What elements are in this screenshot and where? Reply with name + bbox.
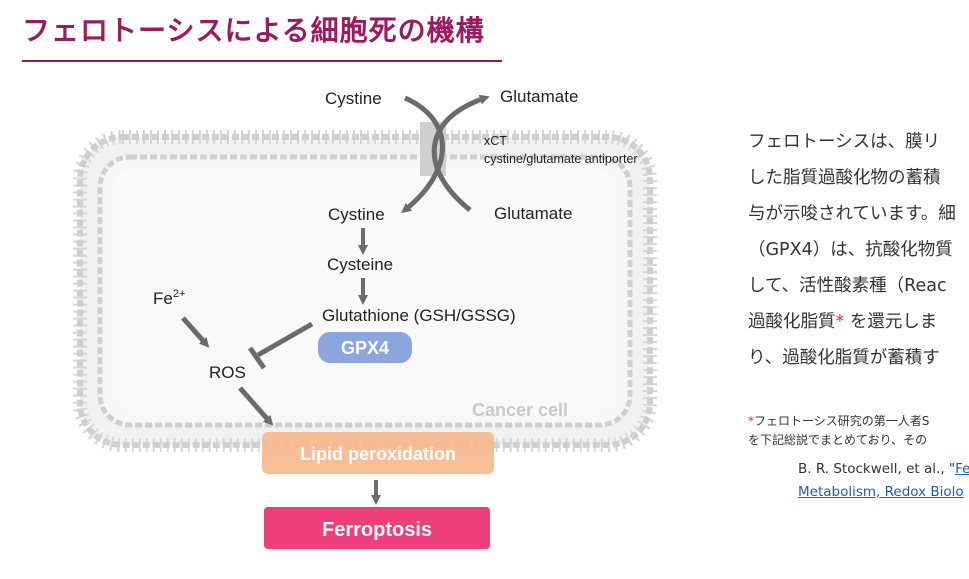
inhibition-bar (247, 346, 267, 370)
citation: B. R. Stockwell, et al., "Fe Metabolism,… (798, 458, 969, 504)
gpx4-label: GPX4 (341, 338, 389, 358)
footnote-mark: * (835, 312, 845, 332)
gsh-inhibits-ros (256, 321, 314, 358)
ferroptosis-box (264, 507, 490, 549)
label-glutathione: Glutathione (GSH/GSSG) (322, 306, 516, 325)
label-fe: Fe2+ (153, 288, 185, 308)
label-cysteine: Cysteine (327, 255, 393, 274)
side-line-3: 与が示唆されています。細 (748, 204, 956, 224)
citation-link[interactable]: Fe (955, 461, 969, 477)
page-title: フェロトーシスによる細胞死の機構 (22, 10, 502, 62)
citation-line-1: B. R. Stockwell, et al., "Fe (798, 461, 969, 477)
label-xct: xCT (484, 134, 507, 148)
side-line-5: して、活性酸素種（Reac (748, 276, 947, 296)
side-line-4: （GPX4）は、抗酸化物質 (748, 240, 953, 260)
side-line-1: フェロトーシスは、膜リ (748, 132, 941, 152)
lipid-peroxidation-label: Lipid peroxidation (300, 444, 456, 464)
side-paragraph: フェロトーシスは、膜リ した脂質過酸化物の蓄積 与が示唆されています。細 （GP… (748, 124, 969, 376)
label-cystine-inside: Cystine (328, 205, 385, 224)
label-glutamate-inside: Glutamate (494, 204, 572, 223)
citation-link-continued[interactable]: Metabolism, Redox Biolo (798, 484, 964, 500)
cystine-import-arrow (401, 95, 445, 214)
label-cancer-cell: Cancer cell (472, 400, 568, 420)
label-fe-charge: 2+ (173, 288, 186, 300)
lipid-peroxidation-box (262, 432, 494, 474)
side-line-2: した脂質過酸化物の蓄積 (748, 168, 941, 188)
footnote-line-1: *フェロトーシス研究の第一人者S (748, 414, 930, 428)
label-cystine-outside: Cystine (325, 89, 382, 108)
page-title-text: フェロトーシスによる細胞死の機構 (22, 14, 485, 47)
footnote-line-2: を下記総説でまとめており、その (748, 433, 928, 447)
glutamate-export-arrow (431, 94, 490, 212)
gpx4-box (318, 332, 412, 363)
side-line-7: り、過酸化脂質が蓄積す (748, 348, 940, 368)
arrow-fe-to-ros (181, 316, 210, 348)
citation-line-2: Metabolism, Redox Biolo (798, 481, 969, 504)
side-line-6: 過酸化脂質* を還元しま (748, 312, 938, 332)
arrow-ros-to-lipid (238, 386, 274, 426)
label-antiporter: cystine/glutamate antiporter (484, 152, 638, 166)
footnote: *フェロトーシス研究の第一人者S を下記総説でまとめており、その (748, 412, 969, 450)
ferroptosis-label: Ferroptosis (322, 519, 432, 541)
ferroptosis-diagram: Cystine Glutamate xCT cystine/glutamate … (73, 87, 657, 549)
label-ros: ROS (209, 363, 246, 382)
label-glutamate-outside: Glutamate (500, 87, 578, 106)
